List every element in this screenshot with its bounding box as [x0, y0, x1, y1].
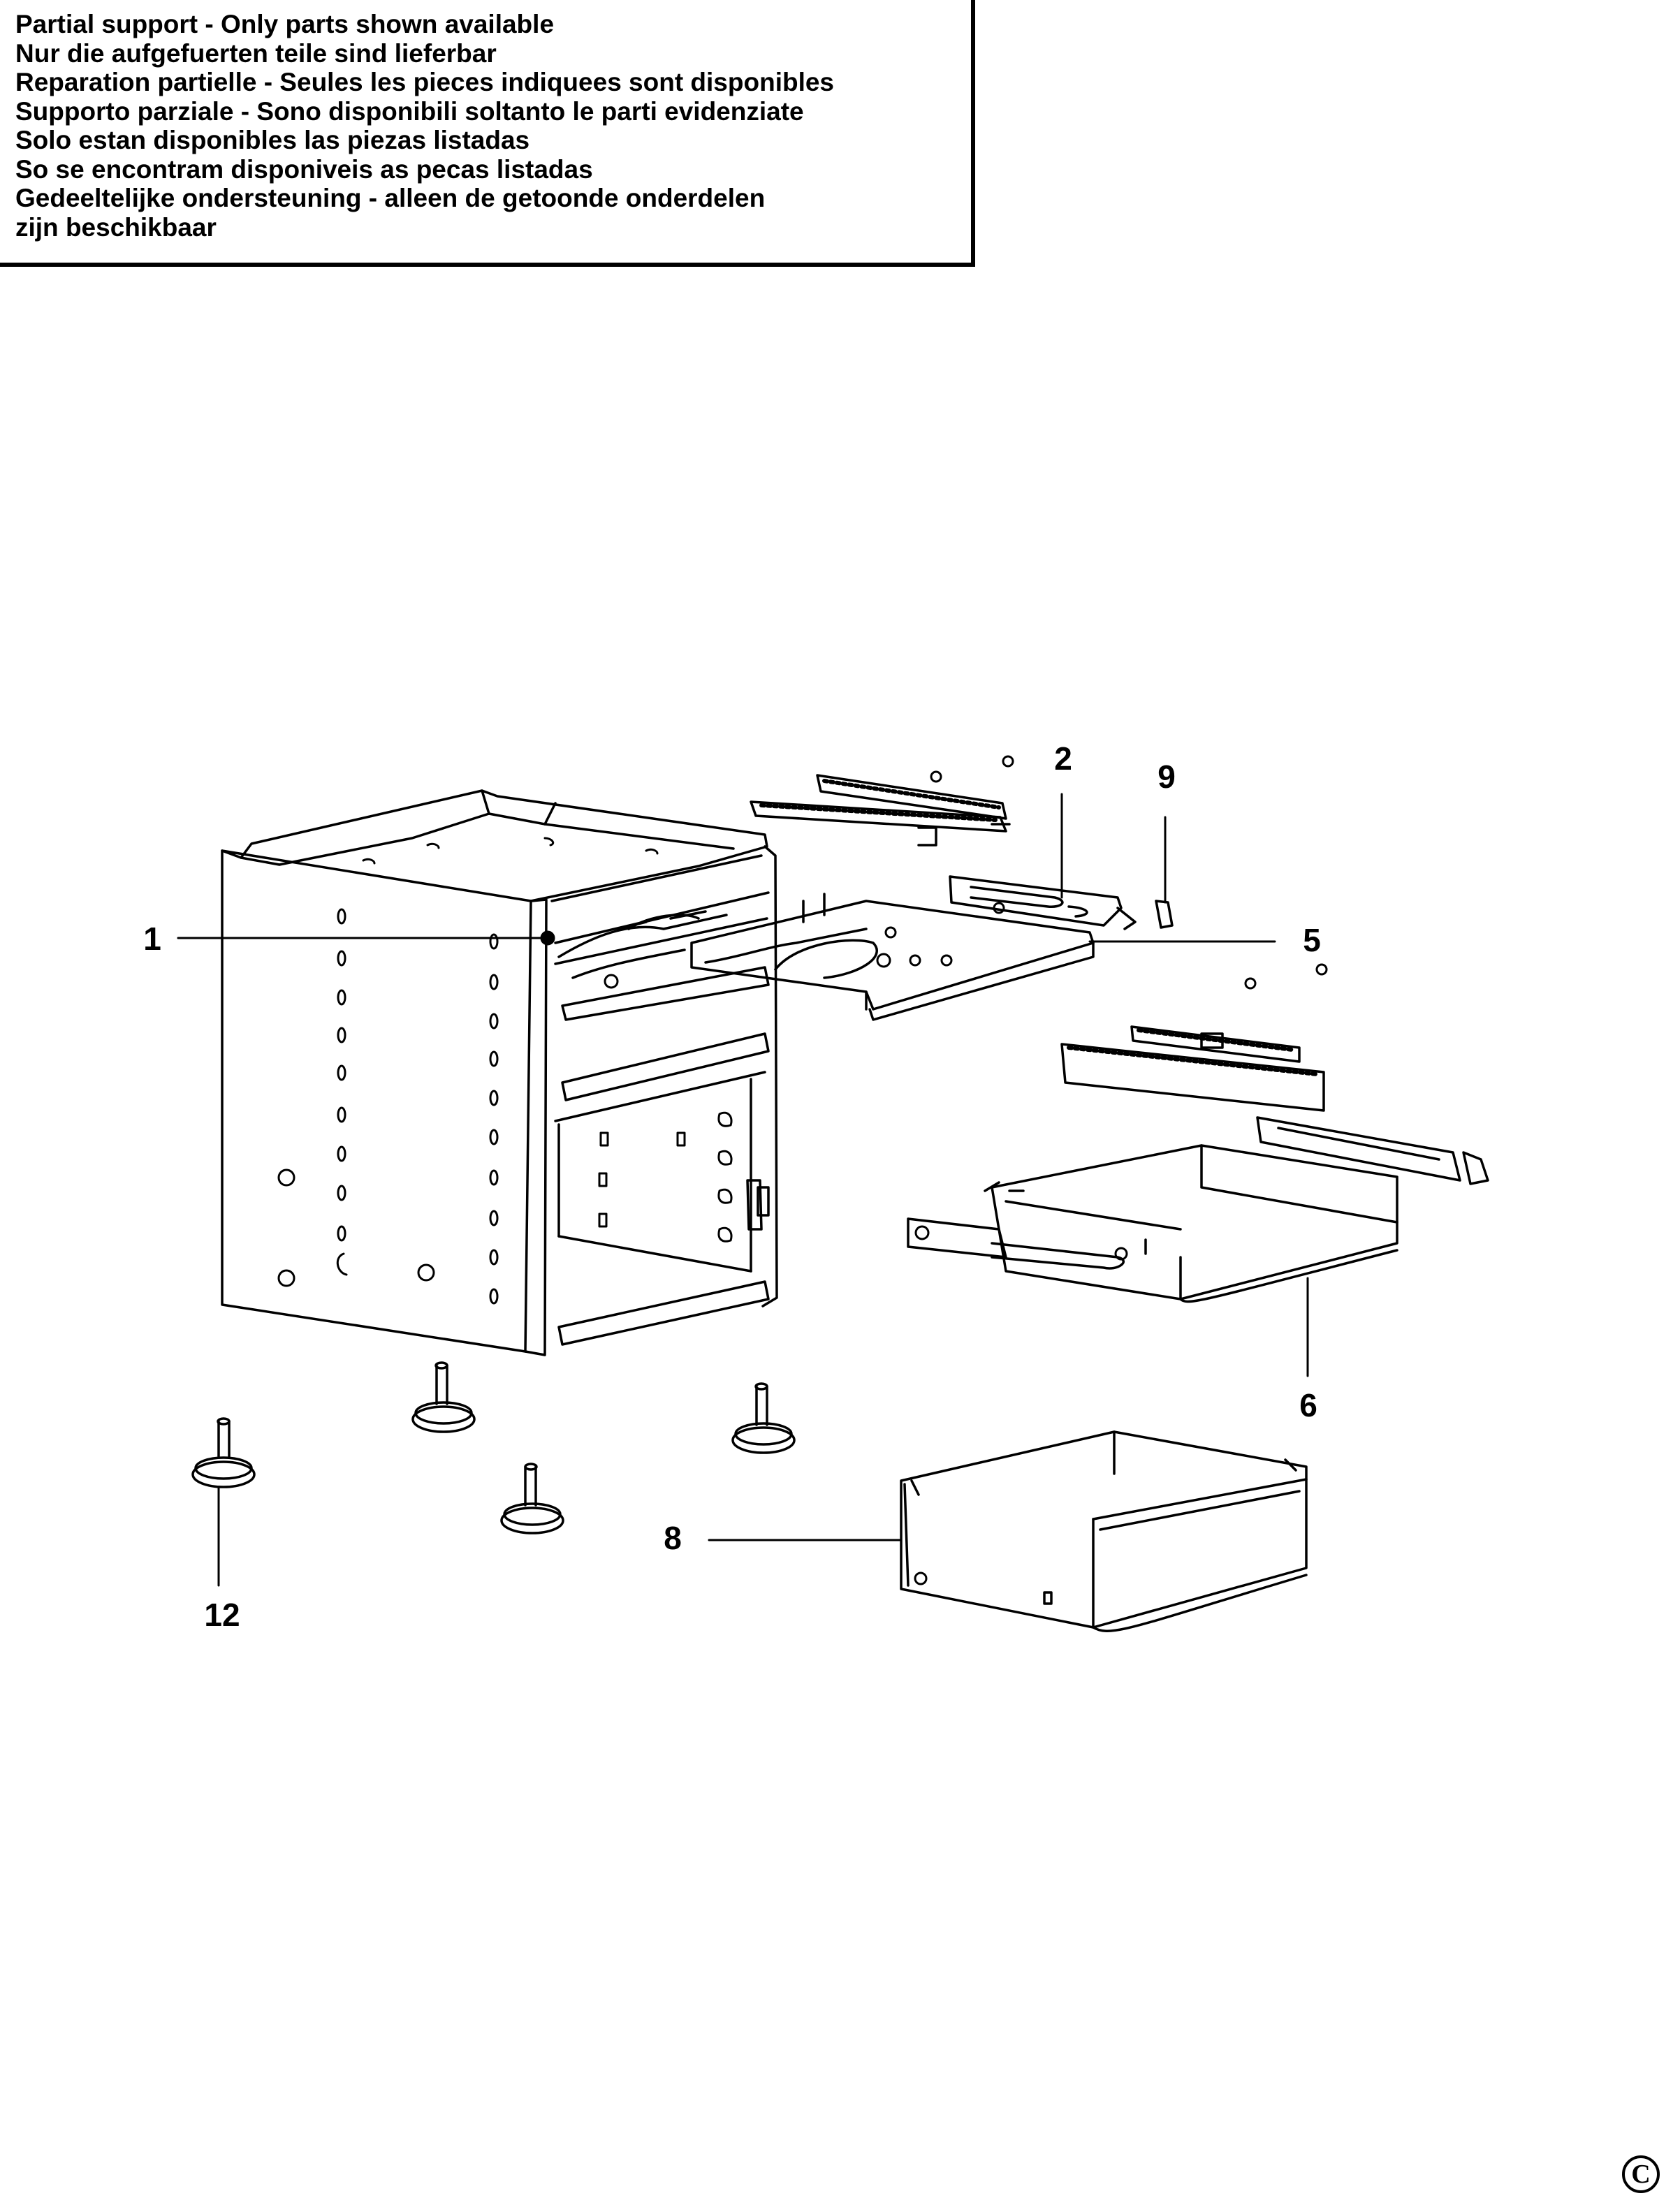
- drawer-runner: [949, 875, 1137, 930]
- leader-dot-1: [540, 930, 555, 946]
- notice-lines: Partial support - Only parts shown avail…: [15, 10, 834, 242]
- notice-line: Gedeeltelijke ondersteuning - alleen de …: [15, 184, 766, 212]
- leader-lines: [177, 793, 1309, 1587]
- notice-line: Nur die aufgefuerten teile sind lieferba…: [15, 38, 497, 68]
- callout-1: 1: [143, 921, 161, 957]
- callouts: 1 2 9 5 6 8 12: [143, 740, 1321, 1633]
- callout-12: 12: [204, 1597, 240, 1633]
- levelling-feet: [191, 1361, 796, 1534]
- notice-line: Supporto parziale - Sono disponibili sol…: [15, 96, 804, 126]
- levelling-foot: [411, 1361, 476, 1433]
- panel-slots: [277, 837, 733, 1305]
- notice-line: Solo estan disponibles las piezas listad…: [15, 126, 530, 154]
- notice-line: So se encontram disponiveis as pecas lis…: [15, 154, 593, 184]
- callout-2: 2: [1054, 740, 1072, 777]
- callout-6: 6: [1299, 1387, 1317, 1423]
- callout-5: 5: [1303, 922, 1321, 958]
- notice-line: zijn beschikbaar: [15, 212, 217, 242]
- callout-8: 8: [664, 1520, 682, 1556]
- copyright-mark: C: [1622, 2155, 1660, 2193]
- cabinet-frame: [221, 789, 778, 1356]
- drawer-box: [900, 1430, 1308, 1632]
- levelling-foot: [191, 1417, 256, 1488]
- notice-line: Reparation partielle - Seules les pieces…: [15, 68, 835, 96]
- callout-9: 9: [1157, 759, 1176, 795]
- drawer-tray: [627, 893, 1095, 1021]
- levelling-foot: [500, 1463, 564, 1534]
- notice-box: Partial support - Only parts shown avail…: [0, 0, 975, 267]
- levelling-foot: [731, 1382, 796, 1454]
- drawer-slide-assembly: [907, 1025, 1489, 1303]
- upper-slide-rails: [750, 755, 1328, 990]
- notice-line: Partial support - Only parts shown avail…: [15, 10, 555, 38]
- stopper-part: [1155, 900, 1174, 929]
